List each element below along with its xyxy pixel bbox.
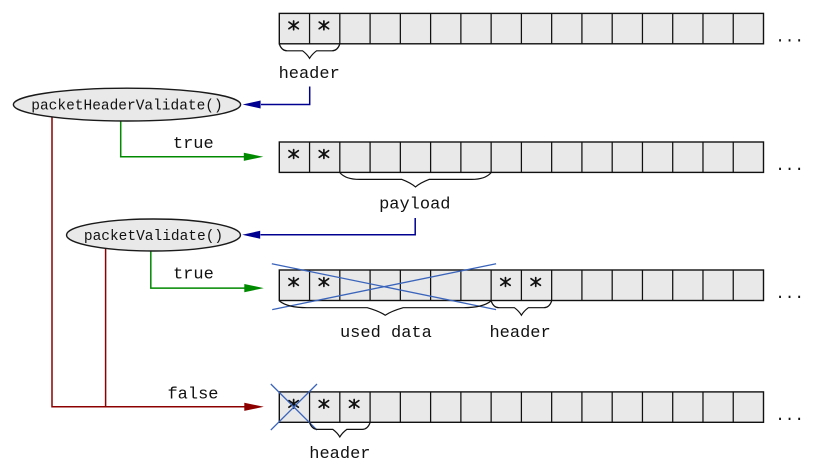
svg-text:...: ... <box>775 407 804 425</box>
svg-text:...: ... <box>775 28 804 46</box>
svg-text:...: ... <box>775 285 804 303</box>
svg-text:header: header <box>489 324 550 343</box>
svg-text:false: false <box>167 385 218 404</box>
svg-text:...: ... <box>775 157 804 175</box>
svg-text:true: true <box>173 135 214 154</box>
svg-text:packetValidate(): packetValidate() <box>84 229 223 245</box>
svg-text:payload: payload <box>379 195 450 214</box>
svg-text:header: header <box>309 445 370 464</box>
svg-text:packetHeaderValidate(): packetHeaderValidate() <box>31 99 222 115</box>
svg-text:used data: used data <box>340 324 432 343</box>
svg-text:header: header <box>279 65 340 84</box>
svg-text:true: true <box>173 266 214 285</box>
